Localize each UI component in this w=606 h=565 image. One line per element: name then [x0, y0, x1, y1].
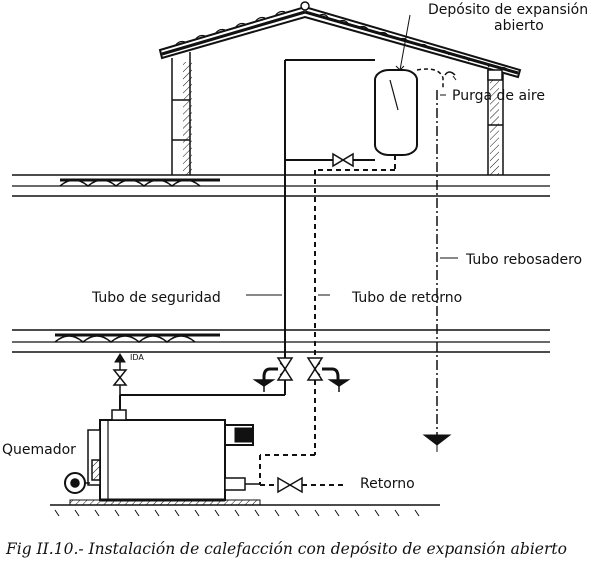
label-purga: Purga de aire	[452, 88, 545, 104]
roof	[158, 1, 522, 79]
leader-lines	[246, 94, 458, 296]
label-retorno: Retorno	[360, 476, 415, 492]
heating-installation-diagram: Depósito de expansión abierto Purga de a…	[2, 1, 588, 517]
label-deposito-line1: Depósito de expansión	[428, 2, 588, 18]
boiler	[99, 409, 260, 502]
attic-walls	[171, 52, 504, 175]
valve-ida	[112, 369, 128, 386]
three-way-valve-return	[306, 357, 351, 392]
label-deposito-line2: abierto	[494, 18, 544, 34]
return-pipe	[259, 155, 396, 486]
label-ida: IDA	[130, 353, 144, 362]
label-seguridad: Tubo de seguridad	[91, 290, 221, 306]
safety-pipe	[119, 59, 375, 412]
upper-floor-slab	[12, 174, 550, 197]
roof-tiles	[174, 10, 510, 73]
burner	[64, 429, 101, 494]
overflow-pipe	[422, 90, 452, 452]
label-retorno-tubo: Tubo de retorno	[351, 290, 462, 306]
figure-caption: Fig II.10.- Instalación de calefacción c…	[6, 540, 567, 558]
lower-floor-slab	[12, 329, 550, 353]
ida-pipe	[114, 353, 126, 412]
label-rebosadero: Tubo rebosadero	[465, 252, 582, 268]
valve-return	[277, 476, 303, 494]
air-purge	[416, 68, 457, 90]
ground	[50, 499, 440, 517]
label-quemador: Quemador	[2, 442, 76, 458]
three-way-valve-safety	[252, 357, 294, 392]
valve-upper	[332, 152, 354, 168]
